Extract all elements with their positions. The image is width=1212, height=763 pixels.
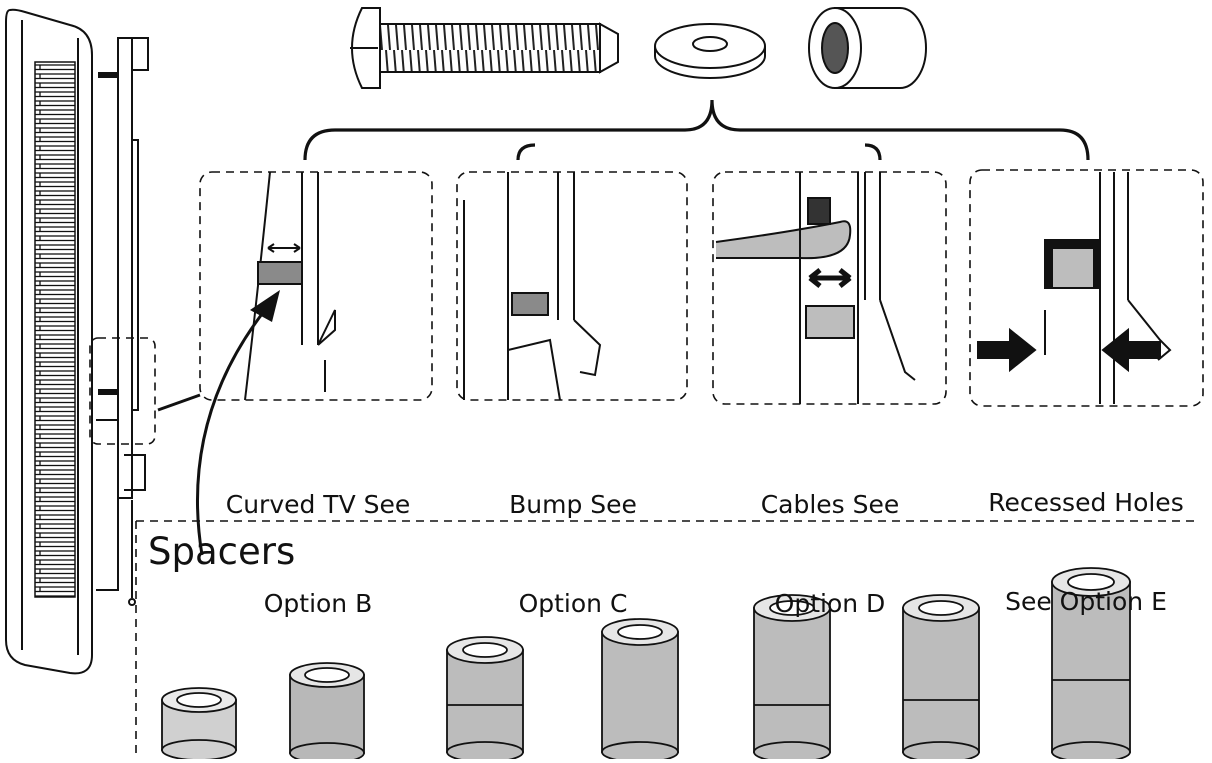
option-d-panel (712, 171, 947, 405)
screw-icon (350, 7, 619, 89)
option-e-label-line1: Recessed Holes (988, 488, 1184, 517)
bracket (303, 99, 1090, 161)
spacer-sleeve-icon (808, 7, 927, 89)
spacer-2 (289, 662, 365, 763)
option-d-illustration (715, 172, 916, 404)
option-d-label-line1: Cables See (760, 490, 900, 519)
detail-callout (89, 337, 156, 445)
option-e-panel (969, 169, 1204, 407)
option-c-label-line1: Bump See (509, 490, 637, 519)
option-e-label-line2: See Option E (1005, 587, 1167, 616)
option-b-illustration (244, 171, 336, 401)
option-c-label: Bump See Option C (455, 422, 691, 653)
washer-icon (654, 23, 766, 79)
tv-side-view (5, 8, 149, 675)
spacer-pointer-arrow (196, 290, 280, 556)
spacer-4 (601, 618, 679, 763)
option-c-panel (456, 171, 688, 401)
option-e-illustration (977, 172, 1172, 404)
option-b-label-line2: Option B (263, 589, 373, 618)
option-b-label: Curved TV See Option B (198, 422, 438, 653)
option-e-label: Recessed Holes See Option E (962, 420, 1210, 651)
option-d-label-line2: Option D (774, 589, 886, 618)
option-b-label-line1: Curved TV See (225, 490, 411, 519)
spacers-label: Spacers (148, 530, 296, 573)
option-c-label-line2: Option C (518, 589, 628, 618)
spacer-3 (446, 636, 524, 763)
spacer-7 (1051, 567, 1131, 763)
spacer-5 (753, 594, 831, 763)
option-b-panel (199, 171, 433, 401)
spacer-1 (161, 687, 237, 761)
option-d-label: Cables See Option D (712, 422, 948, 653)
option-c-illustration (463, 172, 602, 401)
spacer-6 (902, 594, 980, 763)
